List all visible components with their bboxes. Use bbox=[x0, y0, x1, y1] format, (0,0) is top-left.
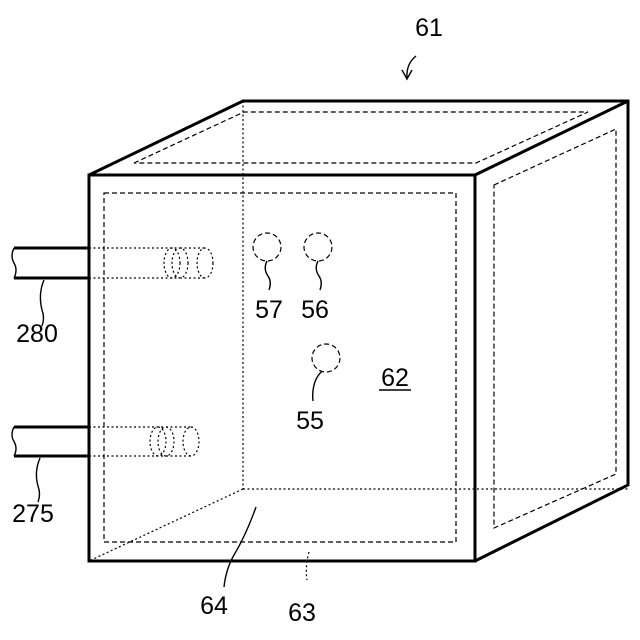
front-face-outline bbox=[89, 175, 475, 561]
bottom-cable-end-icon bbox=[183, 427, 199, 456]
hole-55-icon bbox=[312, 344, 340, 372]
label-hole-left: 57 bbox=[255, 296, 283, 324]
device-arrow bbox=[407, 56, 416, 78]
bottom-cable-break-mark bbox=[12, 427, 16, 456]
hidden-left-bottom-edge bbox=[89, 489, 243, 561]
cube-top-side-edges bbox=[89, 101, 628, 561]
hole-57-icon bbox=[253, 233, 281, 261]
label-device: 61 bbox=[415, 14, 443, 42]
label-bottom-inner: 64 bbox=[200, 592, 228, 620]
label-hole-right: 56 bbox=[301, 296, 329, 324]
label-front-face: 62 bbox=[381, 364, 409, 392]
bottom-inner-leader bbox=[224, 507, 256, 587]
label-bottom-face: 63 bbox=[288, 599, 316, 627]
top-cable-end-icon bbox=[197, 248, 213, 278]
side-face-inner-outline bbox=[494, 129, 616, 528]
bottom-cable bbox=[12, 427, 199, 502]
cube-outline bbox=[89, 101, 628, 561]
label-top-cable: 280 bbox=[16, 320, 58, 348]
hidden-edges bbox=[89, 101, 628, 561]
hole-56-icon bbox=[304, 233, 332, 261]
bottom-face-leader bbox=[306, 552, 309, 580]
label-bottom-cable: 275 bbox=[12, 500, 54, 528]
reference-labels: 61 280 275 62 57 56 55 64 63 bbox=[12, 14, 443, 627]
label-hole-lower: 55 bbox=[296, 407, 324, 435]
top-cable bbox=[12, 248, 213, 326]
top-cable-break-mark bbox=[12, 248, 16, 278]
bottom-cable-leader bbox=[36, 458, 40, 502]
